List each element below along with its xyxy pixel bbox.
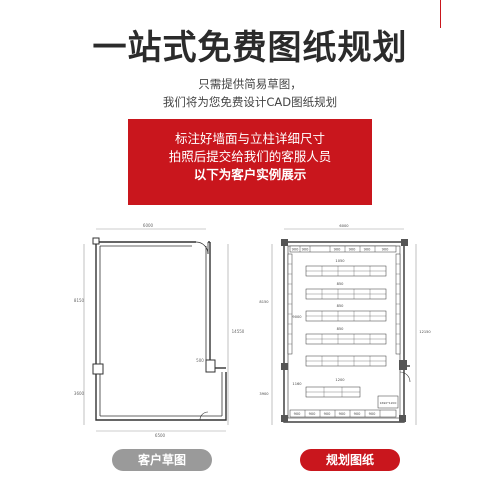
shelf-label: 900 [302, 248, 310, 252]
banner-line-3: 以下为客户实例展示 [193, 167, 307, 182]
shelf-label: 900 [364, 248, 372, 252]
banner-line-1: 标注好墙面与立柱详细尺寸 [174, 131, 325, 146]
aisle-label: 850 [337, 282, 345, 286]
shelf-label: 900 [334, 248, 342, 252]
sketch-right-dim: 14550 [232, 329, 245, 334]
plan-top-dim: 6000 [339, 224, 349, 228]
aisle-label: 850 [337, 304, 345, 308]
accent-line [440, 0, 441, 28]
aisle-label: 1050 [335, 259, 345, 263]
shelf-label: 900 [382, 248, 390, 252]
red-banner: 标注好墙面与立柱详细尺寸 拍照后提交给我们的客服人员 以下为客户实例展示 [128, 119, 372, 205]
sketch-top-dim: 6000 [143, 223, 154, 228]
plan-left-dim-lower: 3900 [259, 392, 269, 396]
side-label: 9000 [292, 315, 302, 319]
plan-left-dim-upper: 8150 [259, 300, 269, 304]
sketch-left-dim-upper: 8150 [74, 298, 85, 303]
subtitle-line-1: 只需提供简易草图， [198, 77, 302, 91]
shelf-label: 900 [294, 412, 302, 416]
sketch-mid-dim: 500 [196, 358, 204, 363]
shelf-label: 900 [369, 412, 377, 416]
corner-label: 1690*1200 [380, 401, 397, 405]
shelf-label: 900 [339, 412, 347, 416]
side-label: 1160 [292, 382, 302, 386]
aisle-label: 850 [337, 327, 345, 331]
aisle-label: 1200 [335, 378, 345, 382]
island-rows [305, 265, 387, 398]
page-title: 一站式免费图纸规划 [92, 28, 408, 68]
planned-drawing: 6000 8150 3900 12150 900 900 [259, 224, 431, 425]
planned-drawing-button[interactable]: 规划图纸 [300, 449, 400, 471]
shelf-label: 900 [292, 248, 300, 252]
sketch-bottom-dim: 6500 [155, 433, 166, 438]
subtitle-line-2: 我们将为您免费设计CAD图纸规划 [162, 95, 338, 109]
customer-sketch: 6000 8150 3600 14550 6500 500 [74, 223, 245, 438]
sketch-left-dim-lower: 3600 [74, 391, 85, 396]
shelf-row-top: 900 900 900 900 900 900 [289, 245, 397, 253]
shelf-label: 900 [309, 412, 317, 416]
customer-sketch-button[interactable]: 客户草图 [112, 449, 212, 471]
plan-right-dim: 12150 [419, 330, 431, 334]
shelf-label: 900 [324, 412, 332, 416]
banner-line-2: 拍照后提交给我们的客服人员 [168, 149, 332, 164]
shelf-label: 900 [349, 248, 357, 252]
shelf-label: 900 [354, 412, 362, 416]
